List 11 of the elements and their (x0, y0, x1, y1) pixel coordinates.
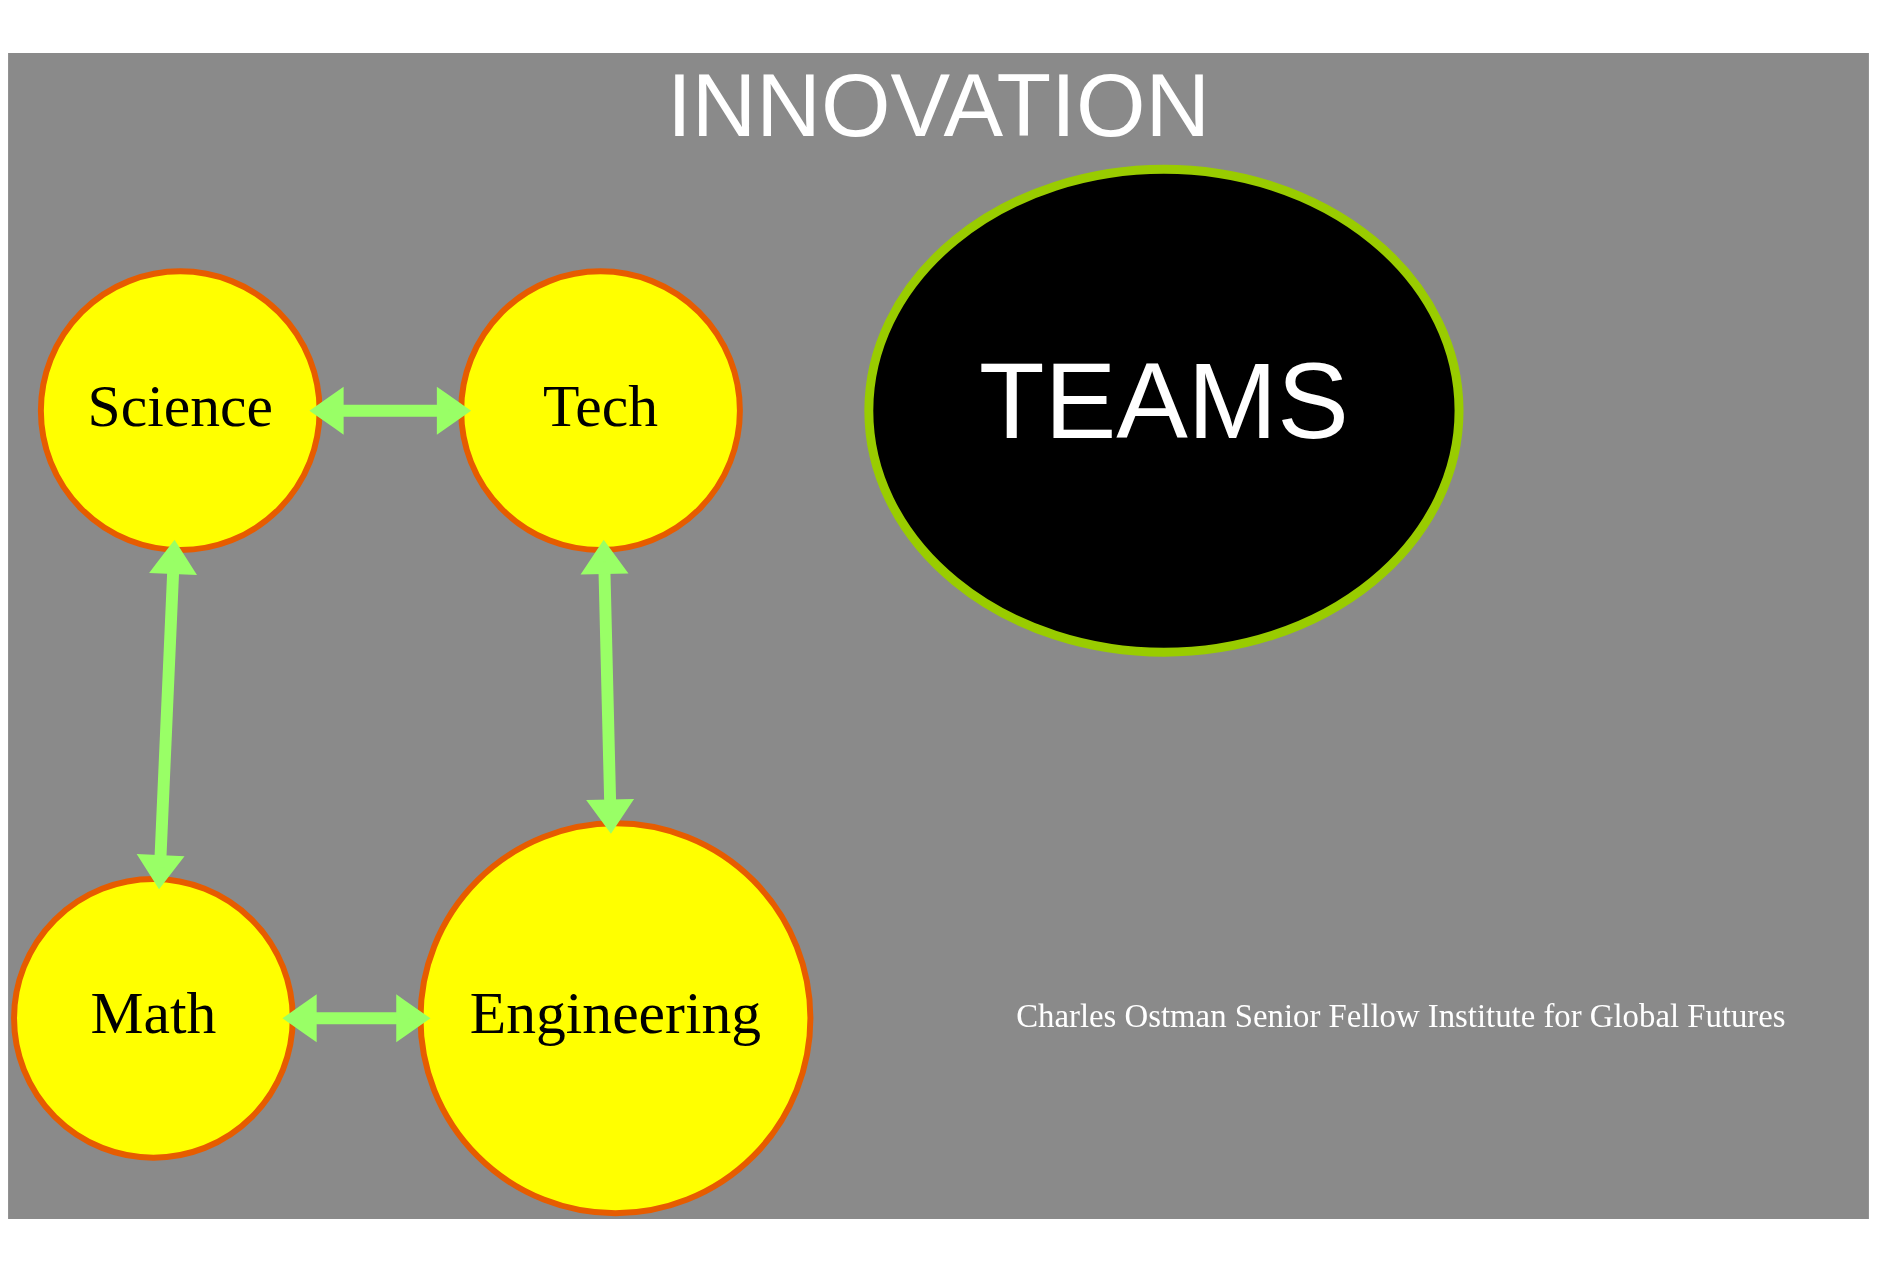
node-circle: Engineering (417, 819, 814, 1216)
node-ellipse: TEAMS (864, 164, 1464, 657)
diagram-title: INNOVATION (666, 54, 1211, 155)
arrow (282, 993, 431, 1042)
arrow (136, 539, 197, 889)
node-circle: Science (37, 267, 323, 553)
node-circle: Tech (458, 267, 743, 553)
node-circle: Math (11, 875, 296, 1161)
label: Charles Ostman Senior Fellow Institute for Global Futures (1016, 997, 1786, 1034)
arrow (580, 539, 635, 834)
arrow (309, 386, 472, 435)
